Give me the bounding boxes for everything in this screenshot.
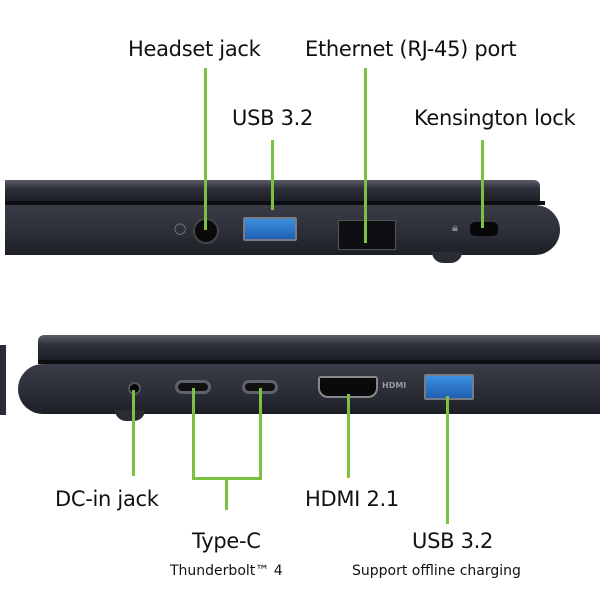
usb-port-top bbox=[243, 217, 297, 241]
label-usb-bottom: USB 3.2 bbox=[412, 529, 494, 553]
label-ethernet: Ethernet (RJ-45) port bbox=[305, 37, 517, 61]
adjacent-image-edge bbox=[0, 345, 6, 415]
headset-icon: ◯ bbox=[174, 222, 187, 235]
callout-line-type-c-1 bbox=[192, 388, 195, 479]
hinge-gap bbox=[38, 360, 600, 364]
label-dc-in: DC-in jack bbox=[55, 487, 159, 511]
callout-line-ethernet bbox=[364, 68, 367, 243]
laptop-lid bbox=[38, 335, 600, 360]
label-type-c: Type-C bbox=[192, 529, 261, 553]
label-kensington: Kensington lock bbox=[414, 106, 576, 130]
label-usb-top: USB 3.2 bbox=[232, 106, 314, 130]
lock-icon: 🔒︎ bbox=[452, 221, 458, 234]
ethernet-port bbox=[338, 220, 396, 250]
label-thunderbolt: Thunderbolt™ 4 bbox=[170, 563, 283, 579]
label-headset-jack: Headset jack bbox=[128, 37, 261, 61]
callout-line-dc-in bbox=[132, 390, 135, 476]
label-offline-charging: Support offline charging bbox=[352, 563, 521, 579]
callout-line-kensington bbox=[481, 140, 484, 228]
laptop-base bbox=[18, 364, 600, 414]
rubber-foot bbox=[115, 410, 145, 421]
callout-line-type-c-stem bbox=[225, 477, 228, 510]
kensington-lock-slot bbox=[470, 222, 498, 236]
usb-port-bottom bbox=[424, 374, 474, 400]
hinge-gap bbox=[5, 201, 545, 205]
callout-line-headset bbox=[204, 68, 207, 230]
callout-line-usb-bottom bbox=[446, 396, 449, 524]
hdmi-marking: HDMI bbox=[382, 381, 407, 390]
callout-line-hdmi bbox=[347, 394, 350, 478]
callout-line-usb-top bbox=[271, 140, 274, 210]
callout-line-type-c-2 bbox=[259, 388, 262, 479]
rubber-foot bbox=[432, 252, 462, 263]
label-hdmi: HDMI 2.1 bbox=[305, 487, 399, 511]
